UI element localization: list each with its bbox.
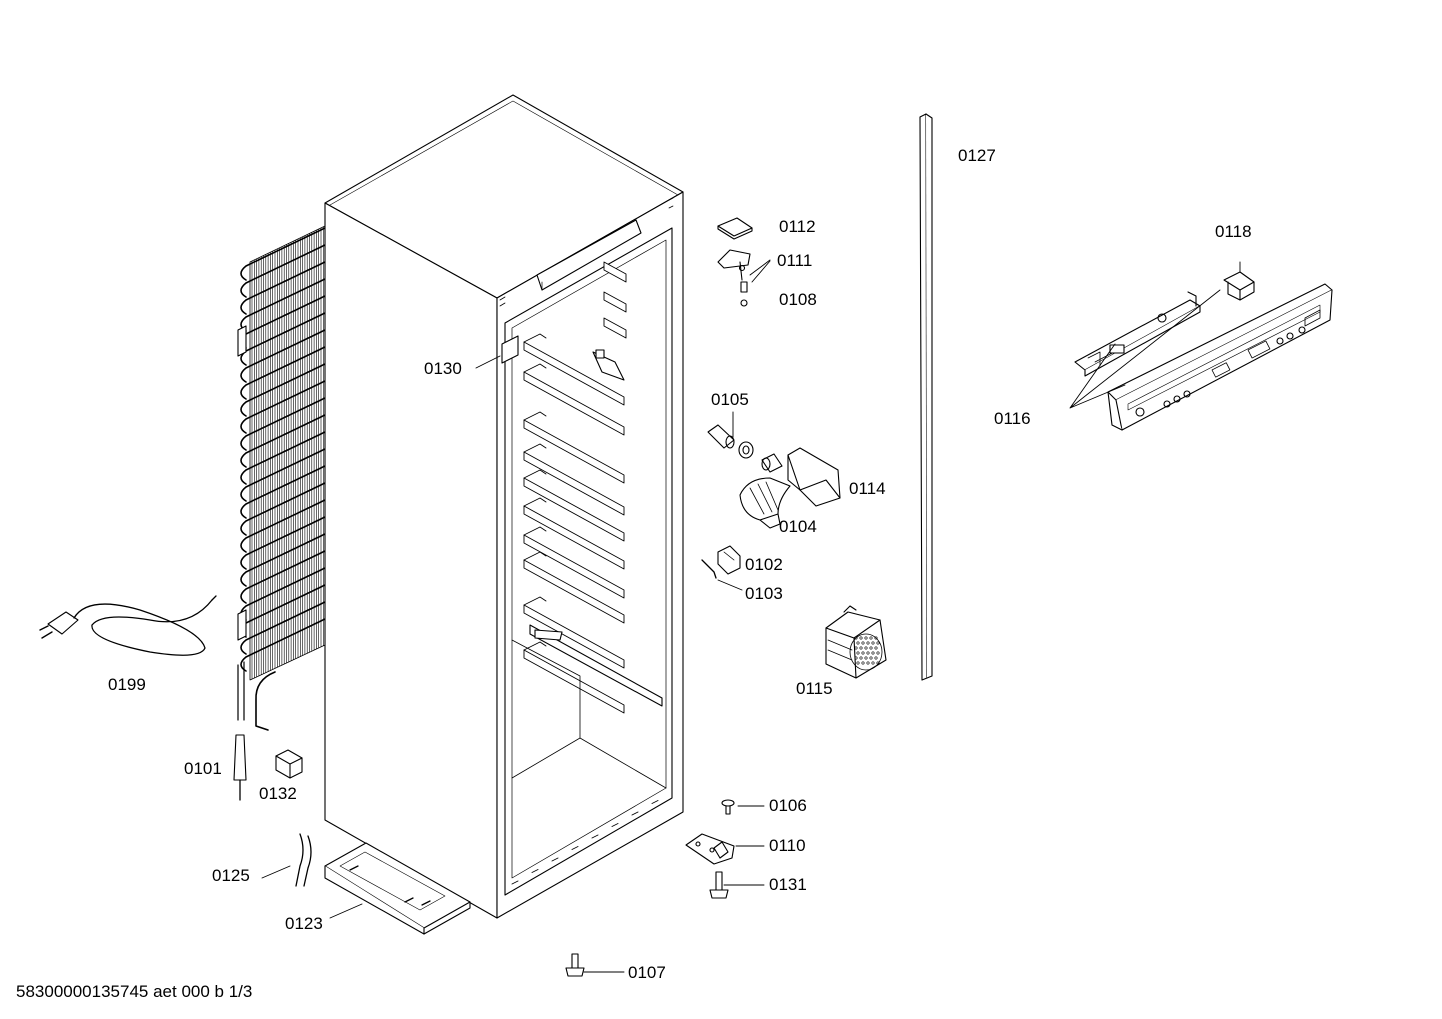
part-0132-clip [275,749,303,779]
label-0132: 0132 [259,784,297,803]
label-0125: 0125 [212,866,250,885]
base-plate [324,842,471,935]
label-0115: 0115 [796,679,833,698]
part-0110-hinge [685,833,735,865]
label-0103: 0103 [745,584,783,603]
label-0118: 0118 [1215,222,1252,241]
label-0116: 0116 [994,409,1031,428]
part-0108-nut [740,281,748,307]
part-0131-foot [709,871,729,899]
door-gasket [919,113,933,681]
cabinet [324,94,684,919]
part-0104-shade [739,477,791,529]
label-0112: 0112 [779,217,816,236]
label-0123: 0123 [285,914,323,933]
label-0106: 0106 [769,796,807,815]
part-0125-tube [295,833,312,887]
document-footer-code: 58300000135745 aet 000 b 1/3 [16,982,253,1001]
label-0114: 0114 [849,479,886,498]
label-0111: 0111 [777,251,813,270]
label-0101: 0101 [184,759,222,778]
part-0106-screw [721,799,735,815]
label-0102: 0102 [745,555,783,574]
label-0104: 0104 [779,517,817,536]
part-lamp-socket [761,453,783,473]
part-0114-lamp-cover [787,447,841,507]
label-0110: 0110 [769,836,806,855]
part-0107-foot [565,953,585,977]
part-0102-switch [701,545,741,579]
part-0101-sensor [233,734,247,801]
part-0115-fan-cover [825,605,887,679]
label-0105: 0105 [711,390,749,409]
part-0111-bracket [717,249,751,281]
label-0107: 0107 [628,963,666,982]
label-0108: 0108 [779,290,817,309]
part-0199-power-cord [39,595,217,656]
label-0127: 0127 [958,146,996,165]
condenser-coil [237,225,326,731]
label-0130: 0130 [424,359,462,378]
label-0131: 0131 [769,875,807,894]
part-0105-lamp [707,424,754,459]
part-0118-connector [1223,271,1255,301]
part-0116-control-board [1074,283,1333,431]
label-0199: 0199 [108,675,146,694]
